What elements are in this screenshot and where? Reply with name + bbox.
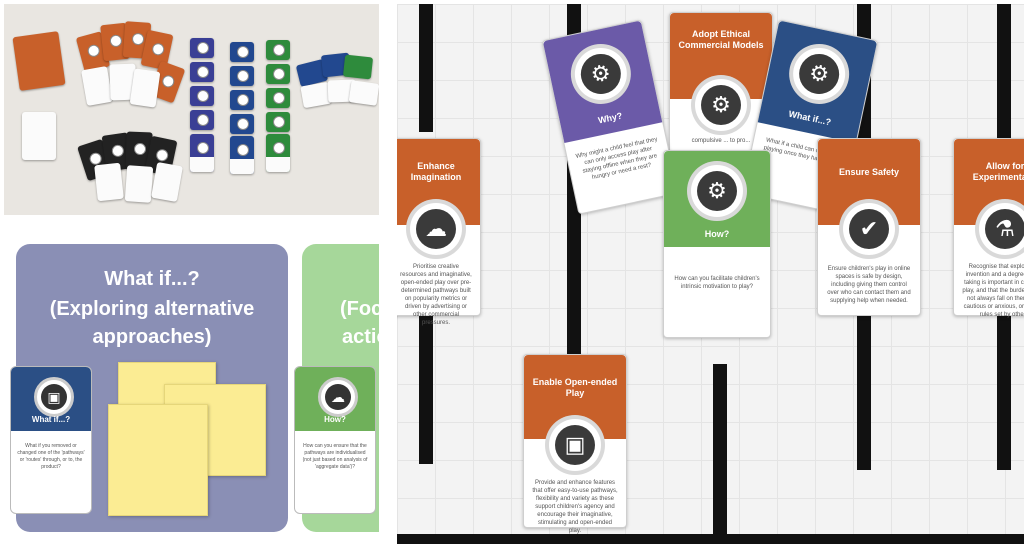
photo-card — [230, 90, 254, 110]
panel-title: What if...? — [104, 268, 200, 290]
photo-card — [190, 86, 214, 106]
card-title: Allow for Experimentat... — [972, 161, 1024, 182]
card-body: How can you facilitate children's intrin… — [674, 276, 760, 290]
box-icon: ▣ — [549, 419, 601, 471]
card-how[interactable]: ⚙ How? How can you facilitate children's… — [663, 150, 771, 338]
box-icon: ▣ — [34, 377, 74, 417]
coin-gears-icon: ⚙ — [695, 79, 747, 131]
card-body: compulsive ... to pro... — [691, 138, 751, 144]
card-text: How can you ensure that the pathways are… — [302, 443, 368, 470]
panel-title: (Foc — [340, 298, 379, 320]
photo-card — [124, 165, 154, 203]
whiteboard-canvas[interactable]: Enhance Imagination ☁ Prioritise creativ… — [397, 4, 1024, 544]
photo-card — [190, 134, 214, 172]
card-title: Ensure Safety — [838, 167, 900, 177]
photo-card — [81, 66, 113, 106]
bottom-bar — [397, 534, 1024, 544]
prompt-slide: What if...? (Exploring alternative appro… — [4, 236, 379, 536]
photo-card — [266, 40, 290, 60]
divider-bar — [997, 4, 1011, 140]
what-if-card[interactable]: ▣ What if...? What if you removed or cha… — [10, 366, 92, 514]
photo-card — [190, 62, 214, 82]
coin-gears-icon: ⚙ — [691, 165, 743, 217]
photo-card — [190, 110, 214, 130]
photo-card — [94, 162, 124, 202]
card-ensure-safety[interactable]: Ensure Safety ✔ Ensure children's play i… — [817, 138, 921, 316]
card-body: Why might a child feel that they can onl… — [575, 136, 659, 181]
card-body: Recognise that exploration, invention an… — [962, 264, 1024, 318]
photo-card — [230, 66, 254, 86]
card-label: What if...? — [31, 415, 71, 424]
card-title: How? — [704, 229, 730, 239]
divider-bar — [857, 310, 871, 470]
card-title: Enable Open-ended Play — [532, 377, 618, 398]
panel-subtitle: (Exploring alternative — [49, 298, 255, 320]
divider-bar — [419, 314, 433, 464]
divider-bar — [997, 310, 1011, 470]
photo-card — [129, 68, 161, 108]
card-title: Enhance Imagination — [410, 161, 462, 182]
photo-card — [230, 42, 254, 62]
photo-card — [151, 162, 183, 202]
flask-icon: ⚗ — [979, 203, 1024, 255]
photo-card — [230, 136, 254, 174]
panel-subtitle: actio — [342, 326, 379, 348]
card-body: Prioritise creative resources and imagin… — [400, 264, 472, 326]
card-allow-experimentation[interactable]: Allow for Experimentat... ⚗ Recognise th… — [953, 138, 1024, 318]
card-box — [12, 31, 66, 91]
divider-bar — [713, 364, 727, 534]
what-if-panel: What if...? (Exploring alternative appro… — [10, 244, 288, 532]
instruction-card — [22, 112, 56, 160]
photo-card — [190, 38, 214, 58]
card-label: How? — [324, 415, 346, 424]
card-body: Provide and enhance features that offer … — [532, 480, 618, 534]
card-enable-open-ended-play[interactable]: Enable Open-ended Play ▣ Provide and enh… — [523, 354, 627, 534]
card-body: Ensure children's play in online spaces … — [827, 266, 911, 304]
how-card[interactable]: ☁ How? How can you ensure that the pathw… — [294, 366, 376, 514]
card-enhance-imagination[interactable]: Enhance Imagination ☁ Prioritise creativ… — [397, 138, 481, 326]
sticky-note[interactable] — [108, 404, 208, 516]
card-title: Adopt Ethical Commercial Models — [678, 29, 764, 50]
card-deck-photo — [4, 4, 379, 215]
photo-card — [266, 64, 290, 84]
photo-card — [266, 88, 290, 108]
card-why[interactable]: ⚙ Why? Why might a child feel that they … — [541, 19, 679, 215]
photo-card — [266, 134, 290, 172]
shield-check-icon: ✔ — [843, 203, 895, 255]
photo-card — [230, 114, 254, 134]
brain-icon: ☁ — [410, 203, 462, 255]
divider-bar — [419, 4, 433, 132]
panel-subtitle: approaches) — [92, 326, 212, 348]
photo-card — [342, 54, 374, 80]
photo-card — [266, 112, 290, 132]
brain-icon: ☁ — [318, 377, 358, 417]
focus-panel: (Foc actio ☁ How? How can you ensure tha… — [294, 244, 379, 532]
card-text: What if you removed or changed one of th… — [17, 443, 85, 470]
photo-card — [348, 80, 379, 106]
